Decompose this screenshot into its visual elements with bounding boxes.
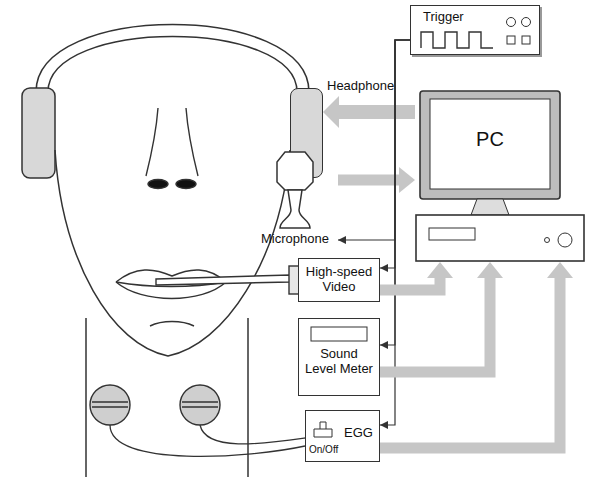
drive-slot [429, 228, 475, 240]
signal-arrow [380, 262, 453, 290]
arrow-head [399, 167, 415, 193]
trigger-line [338, 40, 410, 240]
trigger-box: Trigger [410, 5, 540, 55]
headband [36, 25, 309, 93]
node-label: PC [420, 128, 560, 151]
pc-computer-icon [415, 90, 585, 262]
arrow-head [427, 262, 453, 278]
egg-electrodes [90, 385, 130, 425]
arrow-body [380, 278, 440, 290]
node-label: Headphone [327, 79, 358, 94]
nose [176, 180, 196, 189]
high-speed-video-box: High-speed Video [298, 258, 380, 302]
face-outline [85, 318, 87, 477]
arrow-body [339, 105, 415, 119]
microphone-stem [280, 190, 310, 228]
switch-label: On/Off [309, 444, 382, 456]
arrow-body [380, 278, 560, 448]
face-outline [247, 318, 249, 477]
pc-computer: PC [415, 90, 585, 262]
microphone: Microphone [252, 148, 338, 256]
node-label: Sound Level Meter [304, 347, 374, 377]
node-label: Trigger [423, 10, 551, 25]
endoscope-rod [156, 275, 290, 285]
arrow-head [477, 262, 503, 278]
lips [150, 322, 194, 327]
nose [146, 108, 158, 176]
knob [507, 18, 516, 27]
microphone-head [277, 152, 313, 190]
electrode-wire [110, 425, 305, 456]
egg-electrodes [92, 402, 218, 407]
egg-box: EGGOn/Off [305, 410, 380, 462]
switch [314, 422, 332, 437]
headband [48, 37, 297, 93]
egg-electrodes [180, 385, 220, 425]
node-label: Microphone [252, 232, 338, 247]
button [507, 36, 515, 44]
egg-electrodes [90, 385, 220, 425]
electrode-wire [110, 425, 305, 456]
signal-arrow [380, 262, 573, 448]
led [545, 238, 550, 243]
meter-display [311, 327, 367, 341]
left-ear-cup [22, 88, 55, 178]
face-outline [55, 150, 290, 356]
headband [36, 25, 309, 93]
arrow-body [338, 175, 399, 186]
computer-base [416, 215, 584, 261]
endoscope-rod [156, 266, 299, 294]
square-wave [421, 32, 493, 48]
electrode-wire [200, 425, 305, 444]
nose [148, 180, 168, 189]
arrow-head [547, 262, 573, 278]
node-label: High-speed Video [302, 265, 376, 295]
monitor-stand [471, 199, 509, 215]
signal-arrow [380, 262, 503, 372]
button [522, 36, 530, 44]
node-label: EGG [344, 426, 417, 441]
signal-arrow [323, 96, 415, 128]
arrow-head [323, 96, 339, 128]
arrow-body [380, 278, 490, 372]
signal-arrow [338, 167, 415, 193]
connector-line [338, 40, 410, 240]
sound-level-meter-box: Sound Level Meter [298, 318, 380, 396]
nose [186, 108, 198, 176]
knob [522, 18, 531, 27]
power-button [558, 233, 572, 247]
nose [146, 108, 198, 189]
face-outline [55, 150, 290, 477]
monitor [420, 91, 560, 199]
